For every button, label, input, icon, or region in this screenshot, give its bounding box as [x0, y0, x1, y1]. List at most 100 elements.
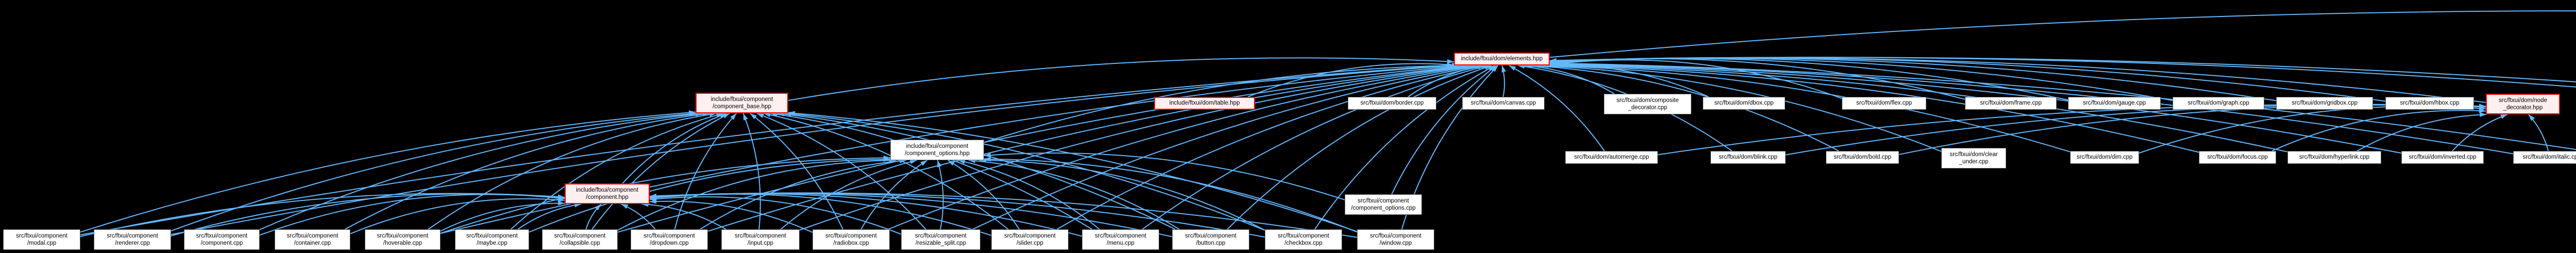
- include-edge: [344, 113, 710, 230]
- graph-node-dim[interactable]: src/ftxui/dom/dim.cpp: [2070, 151, 2139, 164]
- graph-node-label: src/ftxui/dom/dbox.cpp: [1714, 100, 1774, 107]
- include-edge: [2272, 110, 2486, 151]
- graph-node-label: src/ftxui/component: [377, 232, 429, 239]
- graph-node-label: /menu.cpp: [1107, 240, 1134, 246]
- graph-node-composite_decorator[interactable]: src/ftxui/dom/composite_decorator.cpp: [1604, 94, 1691, 114]
- include-edge: [784, 113, 1265, 231]
- include-edge: [510, 113, 723, 230]
- include-edge: [649, 200, 813, 233]
- graph-node-label: /collapsible.cpp: [560, 240, 600, 246]
- graph-node-menu[interactable]: src/ftxui/component/menu.cpp: [1082, 229, 1159, 250]
- graph-node-label: src/ftxui/dom/gridbox.cpp: [2292, 100, 2358, 107]
- graph-node-label: /slider.cpp: [1016, 240, 1043, 246]
- include-edge-arrowhead: [1487, 65, 1495, 71]
- graph-node-component_base[interactable]: include/ftxui/component/component_base.h…: [696, 93, 788, 113]
- graph-node-collapsible[interactable]: src/ftxui/component/collapsible.cpp: [542, 229, 618, 250]
- graph-node-node_decorator[interactable]: src/ftxui/dom/node_decorator.hpp: [2486, 94, 2560, 114]
- include-edge: [1549, 63, 2514, 155]
- graph-node-label: src/ftxui/component: [1185, 232, 1236, 239]
- include-edge-arrowhead: [650, 193, 657, 198]
- graph-node-inverted[interactable]: src/ftxui/dom/inverted.cpp: [2401, 151, 2484, 164]
- include-edge: [622, 113, 727, 184]
- include-edge-arrowhead: [947, 160, 955, 166]
- graph-node-border[interactable]: src/ftxui/dom/border.cpp: [1348, 97, 1436, 110]
- include-edge-arrowhead: [2528, 114, 2535, 121]
- graph-node-blink[interactable]: src/ftxui/dom/blink.cpp: [1710, 151, 1786, 164]
- include-edge: [1549, 59, 1842, 99]
- graph-node-gridbox[interactable]: src/ftxui/dom/gridbox.cpp: [2276, 97, 2373, 110]
- graph-node-component_options_hpp[interactable]: include/ftxui/component/component_option…: [890, 140, 984, 160]
- include-edge-arrowhead: [764, 112, 771, 117]
- graph-node-label: /input.cpp: [748, 240, 773, 246]
- include-edge: [2452, 114, 2508, 151]
- include-edge: [1509, 65, 1605, 151]
- graph-node-component_options_cpp[interactable]: src/ftxui/component/component_options.cp…: [1345, 194, 1422, 215]
- graph-node-bold[interactable]: src/ftxui/dom/bold.cpp: [1826, 151, 1899, 164]
- graph-node-label: src/ftxui/dom/clear: [1950, 151, 1998, 158]
- include-edge-arrowhead: [757, 113, 764, 118]
- graph-node-elements[interactable]: include/ftxui/dom/elements.hpp: [1454, 53, 1550, 65]
- include-edge-arrowhead: [1550, 61, 1557, 66]
- graph-node-label: src/ftxui/component: [1278, 232, 1329, 239]
- graph-node-maybe[interactable]: src/ftxui/component/maybe.cpp: [455, 229, 529, 250]
- graph-node-clear_under[interactable]: src/ftxui/dom/clear_under.cpp: [1941, 148, 2006, 168]
- graph-node-gauge[interactable]: src/ftxui/dom/gauge.cpp: [2068, 97, 2161, 110]
- graph-node-label: include/ftxui/dom/elements.hpp: [1461, 56, 1543, 62]
- graph-node-slider[interactable]: src/ftxui/component/slider.cpp: [991, 229, 1069, 250]
- include-edge: [707, 65, 1472, 232]
- graph-node-label: src/ftxui/dom/blink.cpp: [1719, 154, 1777, 161]
- graph-node-focus[interactable]: src/ftxui/dom/focus.cpp: [2199, 151, 2276, 164]
- graph-node-button[interactable]: src/ftxui/component/button.cpp: [1172, 229, 1249, 250]
- graph-node-modal[interactable]: src/ftxui/component/modal.cpp: [3, 229, 80, 250]
- graph-node-flex[interactable]: src/ftxui/dom/flex.cpp: [1842, 97, 1926, 110]
- graph-node-label: src/ftxui/dom/node: [2499, 97, 2547, 104]
- graph-node-radiobox[interactable]: src/ftxui/component/radiobox.cpp: [812, 229, 890, 250]
- graph-node-component_hpp[interactable]: include/ftxui/component/component.hpp: [565, 183, 650, 204]
- include-edge-arrowhead: [958, 159, 965, 164]
- include-edge: [860, 160, 928, 230]
- graph-node-label: src/ftxui/dom/gauge.cpp: [2082, 100, 2146, 107]
- graph-node-label: src/ftxui/dom/border.cpp: [1360, 100, 1424, 107]
- graph-node-dbox[interactable]: src/ftxui/dom/dbox.cpp: [1703, 97, 1785, 110]
- graph-node-hbox[interactable]: src/ftxui/dom/hbox.cpp: [2385, 97, 2474, 110]
- graph-node-hoverable[interactable]: src/ftxui/component/hoverable.cpp: [365, 229, 440, 250]
- include-edge: [649, 192, 1358, 238]
- graph-node-canvas_cpp[interactable]: src/ftxui/dom/canvas.cpp: [1462, 97, 1545, 110]
- graph-node-label: src/ftxui/dom/inverted.cpp: [2409, 154, 2477, 161]
- graph-node-table[interactable]: include/ftxui/dom/table.hpp: [1154, 97, 1255, 110]
- include-edge: [1142, 65, 1488, 230]
- graph-node-italic[interactable]: src/ftxui/dom/italic.cpp: [2513, 151, 2576, 164]
- graph-node-label: /window.cpp: [1379, 240, 1412, 246]
- graph-node-label: src/ftxui/component: [196, 232, 248, 239]
- include-edge: [649, 196, 902, 235]
- graph-node-label: /renderer.cpp: [115, 240, 150, 246]
- graph-node-label: src/ftxui/dom/graph.cpp: [2188, 100, 2249, 107]
- graph-node-renderer[interactable]: src/ftxui/component/renderer.cpp: [94, 229, 171, 250]
- graph-node-label: /modal.cpp: [27, 240, 57, 246]
- graph-node-window[interactable]: src/ftxui/component/window.cpp: [1357, 229, 1434, 250]
- graph-node-automerge[interactable]: src/ftxui/dom/automerge.cpp: [1565, 151, 1658, 164]
- graph-node-checkbox[interactable]: src/ftxui/component/checkbox.cpp: [1265, 229, 1342, 250]
- graph-node-container[interactable]: src/ftxui/component/container.cpp: [275, 229, 350, 250]
- include-edge-arrowhead: [937, 160, 942, 167]
- graph-node-label: src/ftxui/component: [1358, 197, 1409, 204]
- graph-node-label: src/ftxui/dom/bold.cpp: [1834, 154, 1891, 161]
- graph-node-label: src/ftxui/component: [1004, 232, 1056, 239]
- graph-node-label: src/ftxui/dom/canvas.cpp: [1470, 100, 1536, 107]
- graph-node-label: src/ftxui/dom/composite: [1616, 97, 1679, 104]
- graph-node-graph_cpp[interactable]: src/ftxui/dom/graph.cpp: [2173, 97, 2264, 110]
- graph-node-component_cpp[interactable]: src/ftxui/component/component.cpp: [184, 229, 260, 250]
- include-edge: [750, 113, 843, 230]
- include-edge-arrowhead: [730, 113, 737, 120]
- include-edge: [937, 160, 944, 230]
- include-edge-arrowhead: [1492, 65, 1498, 72]
- graph-node-frame[interactable]: src/ftxui/dom/frame.cpp: [1965, 97, 2057, 110]
- graph-node-label: src/ftxui/component: [735, 232, 786, 239]
- graph-node-dropdown[interactable]: src/ftxui/component/dropdown.cpp: [631, 229, 708, 250]
- include-edge: [1541, 65, 2071, 153]
- graph-node-input[interactable]: src/ftxui/component/input.cpp: [721, 229, 800, 250]
- graph-node-hyperlink[interactable]: src/ftxui/dom/hyperlink.cpp: [2287, 151, 2381, 164]
- graph-node-resizable_split[interactable]: src/ftxui/component/resizable_split.cpp: [901, 229, 980, 250]
- include-edge-arrowhead: [722, 113, 730, 119]
